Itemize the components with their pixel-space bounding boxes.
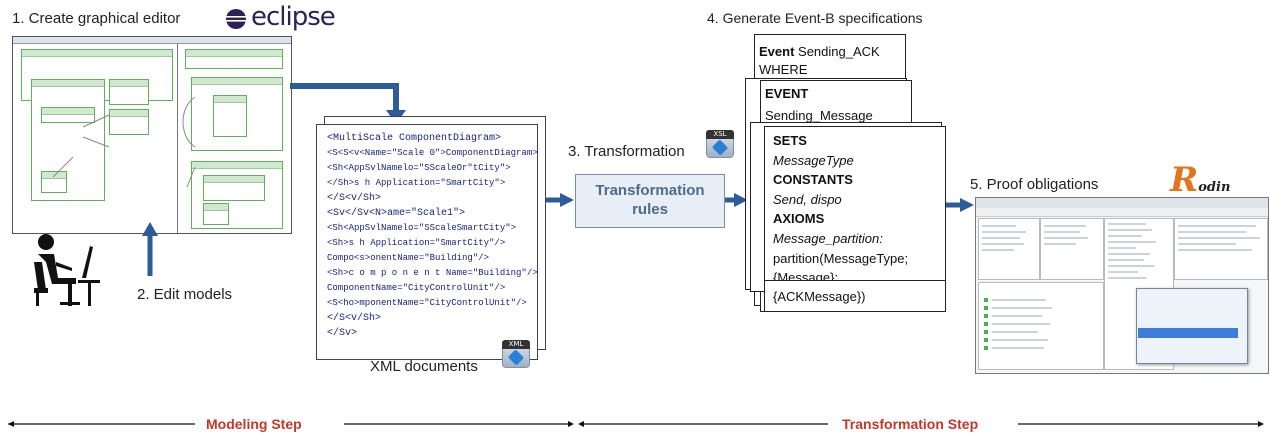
xml-line: <Sh<AppSvlNamelo="SScaleOr"tCity"> <box>327 163 511 173</box>
xml-content: <MultiScale ComponentDiagram> <S<S<v<Nam… <box>327 131 538 341</box>
eclipse-logo <box>225 8 247 35</box>
xml-line: </Sv> <box>327 328 358 339</box>
xml-line: <Sh>c o m p o n e n t Name="Building"/> <box>327 268 538 278</box>
xml-line: </S<v/Sh> <box>327 193 382 204</box>
step5-label: 5. Proof obligations <box>970 176 1099 193</box>
step4-label: 4. Generate Event-B specifications <box>707 10 923 26</box>
eventb-event-keyword-2: EVENT <box>765 86 809 101</box>
xml-line: <Sv</Sv<N>ame="Scale1"> <box>327 208 466 219</box>
xsl-file-icon: XSL <box>706 130 734 158</box>
modeling-step-label: Modeling Step <box>206 416 302 432</box>
eclipse-wordmark: eclipse <box>251 2 336 32</box>
eventb-sets: SETS <box>773 133 807 148</box>
eventb-send-dispo: Send, dispo <box>773 191 842 207</box>
xml-page-front: <MultiScale ComponentDiagram> <S<S<v<Nam… <box>316 124 538 360</box>
rodin-logo: Rodin <box>1170 160 1230 200</box>
eventb-box-front: {ACKMessage}) <box>764 280 946 312</box>
step3-label: 3. Transformation <box>568 143 685 160</box>
eventb-partition-line1: partition(MessageType; <box>773 250 909 266</box>
eventb-event-keyword: Event <box>759 44 795 59</box>
step2-label: 2. Edit models <box>137 286 233 303</box>
step1-label: 1. Create graphical editor <box>12 10 181 27</box>
graphical-editor-screenshot <box>12 36 292 234</box>
rodin-screenshot <box>975 197 1269 374</box>
eclipse-icon <box>226 9 246 29</box>
xml-line: </Sh>s h Application="SmartCity"> <box>327 178 506 188</box>
eventb-axioms: AXIOMS <box>773 211 825 227</box>
xml-line: <MultiScale ComponentDiagram> <box>327 133 502 144</box>
eventb-event-name-2: Sending_Message <box>765 108 873 123</box>
xml-line: Compo<s>onentName="Building"/> <box>327 253 490 263</box>
xml-line: </S<v/Sh> <box>327 313 382 324</box>
eventb-ackmessage: {ACKMessage}) <box>773 289 866 304</box>
xml-line: <S<ho>mponentName="CityControlUnit"/> <box>327 298 527 308</box>
eventb-event-name: Sending_ACK <box>794 44 880 59</box>
arrow-editor-to-xml <box>290 83 399 112</box>
eventb-message-partition: Message_partition: <box>773 230 883 246</box>
rodin-initial: R <box>1170 160 1199 200</box>
xml-line: ComponentName="CityControlUnit"/> <box>327 283 506 293</box>
user-editing-icon <box>32 232 102 313</box>
xml-line: <S<S<v<Name="Scale 0">ComponentDiagram> <box>327 148 538 158</box>
transformation-rules-box: Transformation rules <box>575 174 725 228</box>
xml-line: <Sh>s h Application="SmartCity"/> <box>327 238 506 248</box>
xml-file-icon: XML <box>502 340 530 368</box>
eventb-message-type: MessageType <box>773 152 854 168</box>
eventb-where: WHERE <box>759 62 808 77</box>
xml-line: <Sh<AppSvlNamelo="SScaleSmartCity"> <box>327 223 517 233</box>
transformation-rules-label: Transformation rules <box>595 182 705 218</box>
eventb-box-context: SETS MessageType CONSTANTS Send, dispo A… <box>764 126 946 312</box>
eventb-constants: CONSTANTS <box>773 172 853 188</box>
xml-documents-caption: XML documents <box>370 358 478 375</box>
rodin-rest: odin <box>1198 180 1231 195</box>
transformation-step-label: Transformation Step <box>842 416 979 432</box>
